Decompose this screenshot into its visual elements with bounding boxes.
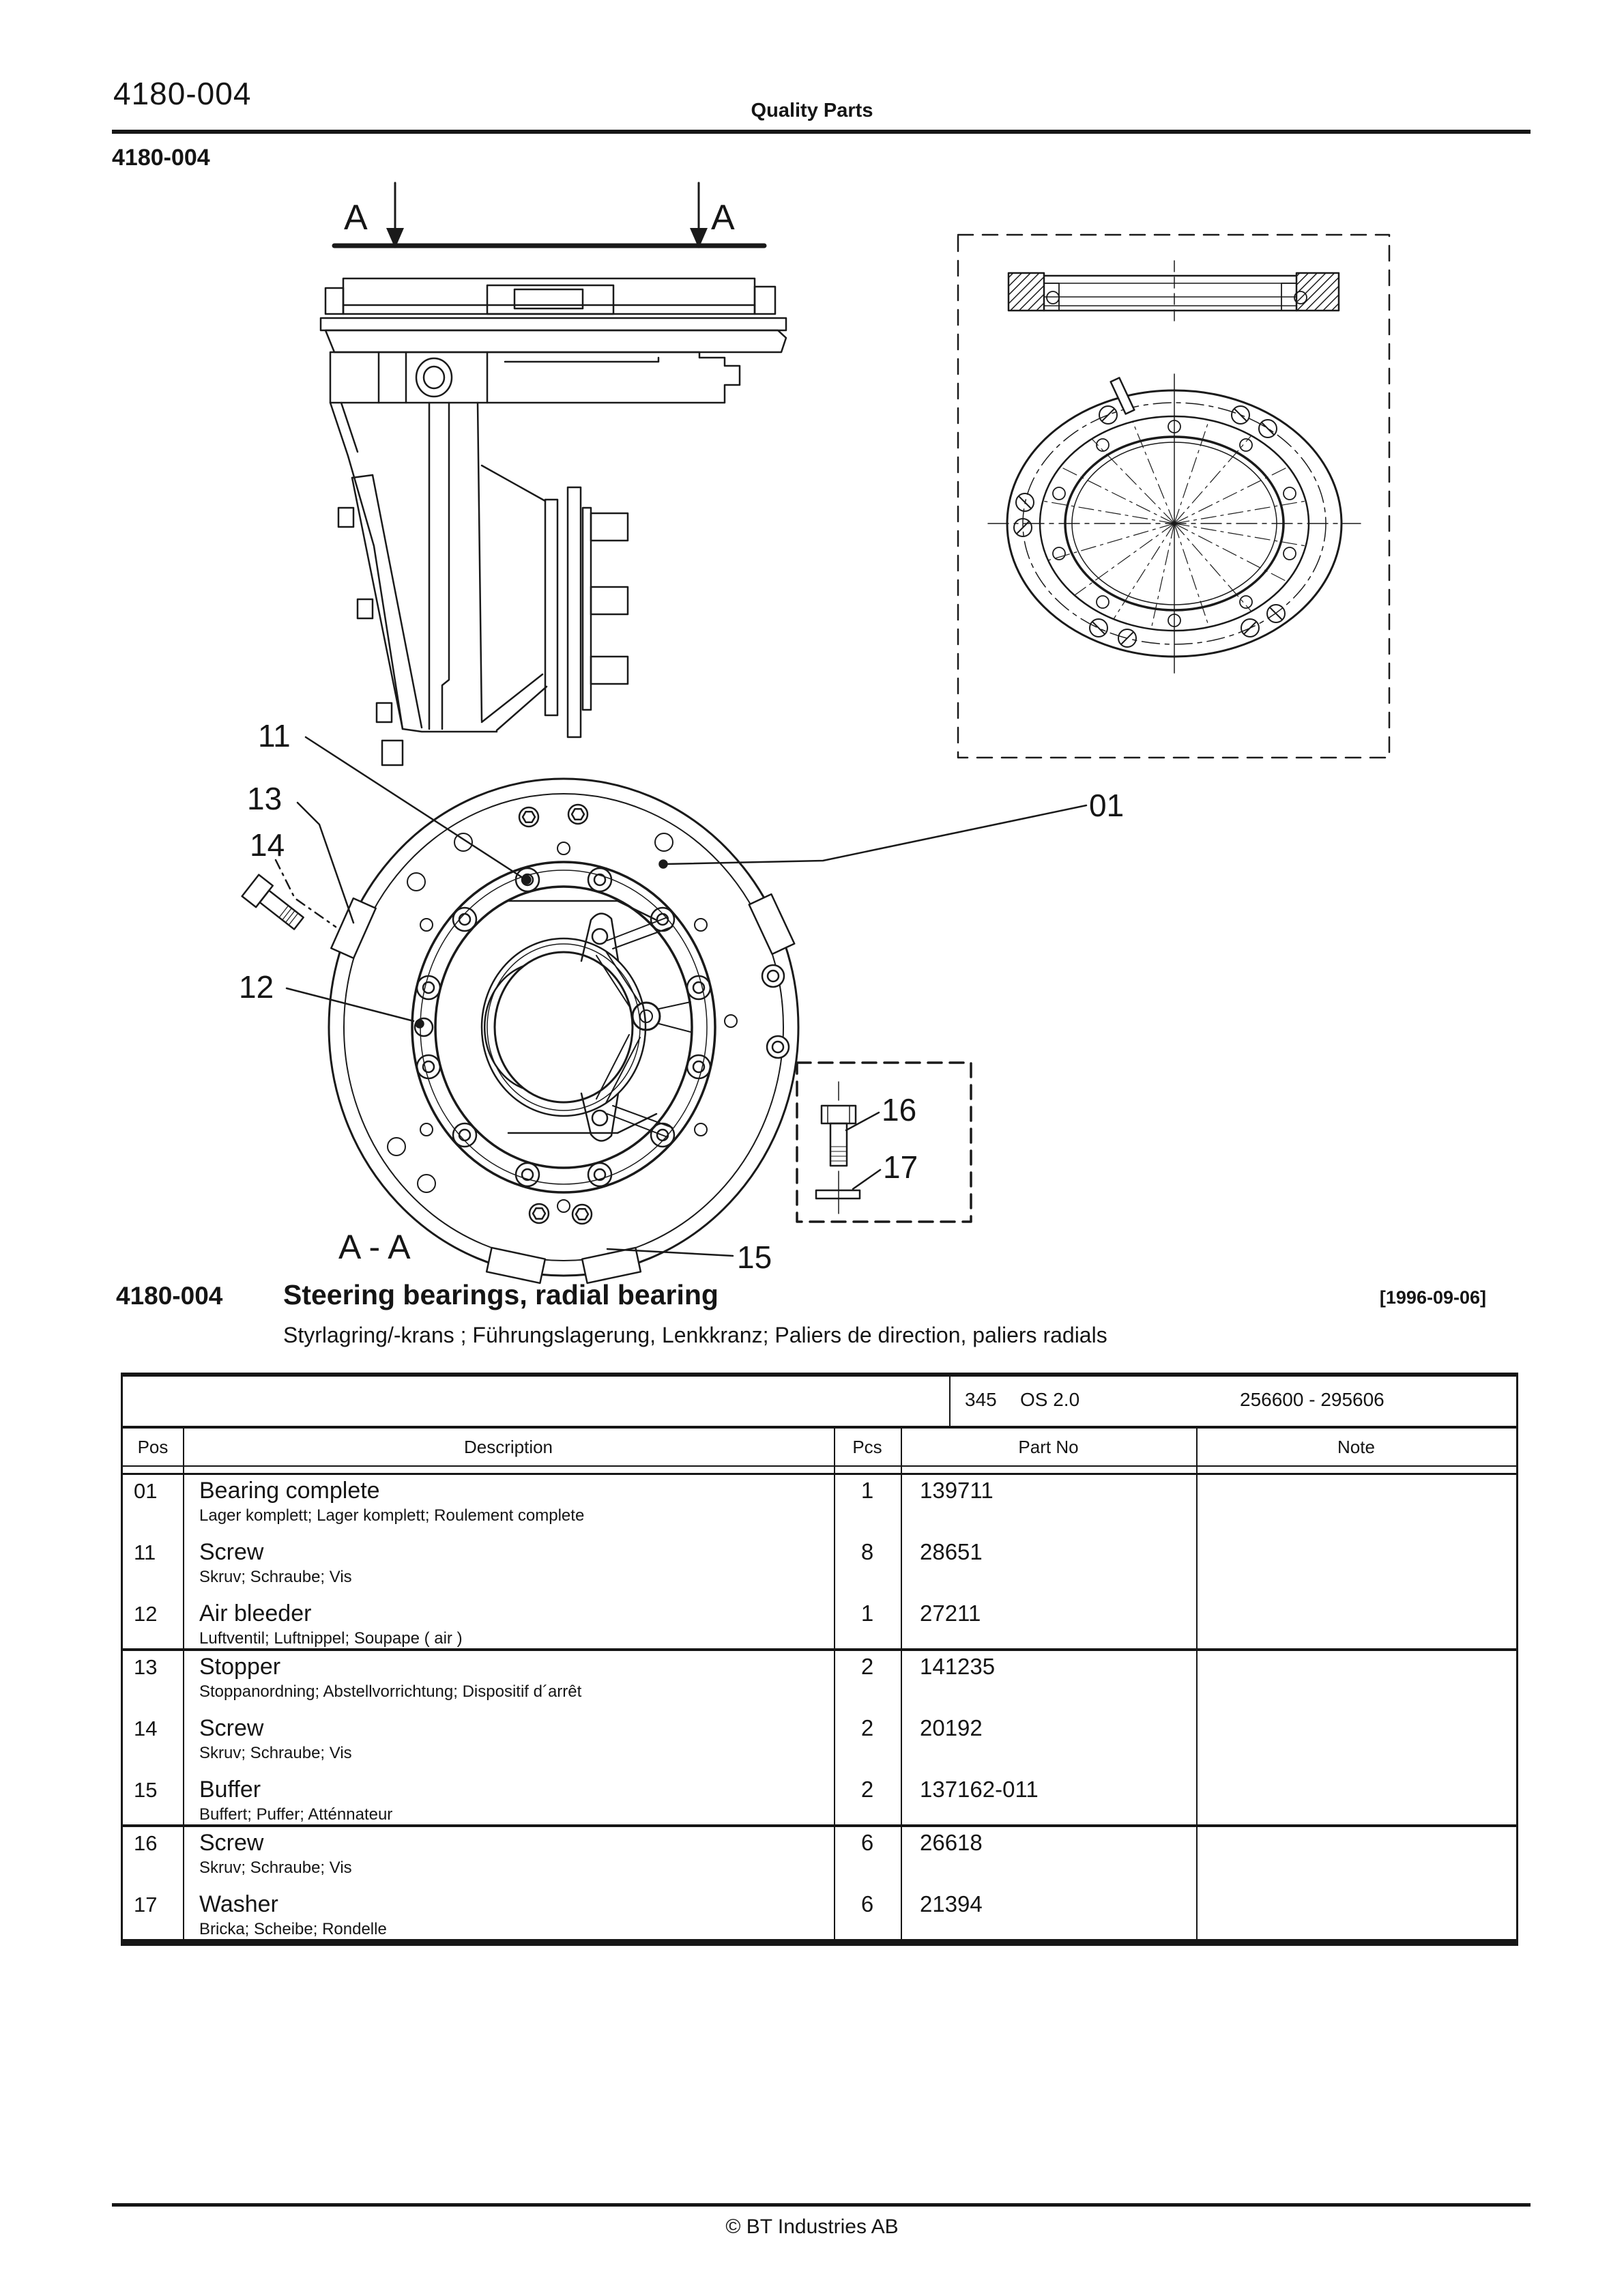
row-description-i18n: Skruv; Schraube; Vis <box>199 1744 352 1762</box>
row-pcs: 2 <box>860 1654 874 1679</box>
column-rule <box>834 1429 835 1942</box>
copyright: © BT Industries AB <box>725 2215 899 2238</box>
column-rule <box>901 1429 902 1942</box>
section-marker-left: A <box>344 198 368 238</box>
row-pos: 17 <box>134 1893 158 1917</box>
parts-diagram: A A <box>239 182 1391 1285</box>
serial-range: 256600 - 295606 <box>1240 1389 1384 1410</box>
col-header-pos: Pos <box>137 1437 169 1457</box>
row-pcs: 2 <box>860 1777 874 1802</box>
doc-number: 4180-004 <box>113 76 252 111</box>
parts-table: 345 OS 2.0 256600 - 295606 Pos Descripti… <box>121 1373 1518 1946</box>
section-date: [1996-09-06] <box>1379 1287 1486 1308</box>
row-pcs: 1 <box>860 1478 874 1503</box>
bearing-plan-view <box>987 373 1361 674</box>
row-part-no: 21394 <box>920 1891 983 1917</box>
model-spec: OS 2.0 <box>1020 1389 1080 1410</box>
footer-rule <box>112 2203 1531 2207</box>
row-pos: 12 <box>134 1602 158 1626</box>
screw-illustration <box>241 874 304 930</box>
row-pcs: 6 <box>860 1891 874 1917</box>
row-description-i18n: Skruv; Schraube; Vis <box>199 1859 352 1877</box>
row-description: Screw <box>199 1715 264 1741</box>
row-part-no: 139711 <box>920 1478 994 1503</box>
table-row: 16 Screw Skruv; Schraube; Vis 6 26618 <box>123 1827 1516 1889</box>
section-marker-right: A <box>711 198 735 238</box>
row-pos: 11 <box>134 1540 156 1564</box>
table-row: 12 Air bleeder Luftventil; Luftnippel; S… <box>123 1598 1516 1651</box>
side-view <box>319 277 787 766</box>
model-code: 345 <box>965 1389 997 1410</box>
row-pcs: 8 <box>860 1539 874 1564</box>
row-pcs: 6 <box>860 1830 874 1855</box>
screw-washer-detail-box <box>796 1061 972 1223</box>
header-rule <box>112 130 1531 134</box>
column-rule <box>183 1429 184 1942</box>
row-pos: 15 <box>134 1778 158 1802</box>
page-title: Quality Parts <box>751 100 873 121</box>
doc-number-bold: 4180-004 <box>112 145 210 171</box>
section-number: 4180-004 <box>116 1282 223 1310</box>
section-title: Steering bearings, radial bearing <box>283 1279 719 1310</box>
callout-14: 14 <box>250 827 285 863</box>
row-description: Bearing complete <box>199 1478 380 1504</box>
table-row: 15 Buffer Buffert; Puffer; Atténnateur 2… <box>123 1774 1516 1827</box>
row-part-no: 20192 <box>920 1715 983 1740</box>
row-part-no: 26618 <box>920 1830 983 1855</box>
row-pcs: 2 <box>860 1715 874 1740</box>
row-pos: 14 <box>134 1717 158 1740</box>
info-divider <box>949 1377 951 1426</box>
section-view-aa <box>328 777 800 1285</box>
table-header-row: Pos Description Pcs Part No Note <box>123 1429 1516 1467</box>
row-part-no: 28651 <box>920 1539 983 1564</box>
table-row: 11 Screw Skruv; Schraube; Vis 8 28651 <box>123 1536 1516 1598</box>
callout-15: 15 <box>737 1239 772 1275</box>
callout-01: 01 <box>1089 788 1124 823</box>
row-pos: 01 <box>134 1479 158 1503</box>
col-header-note: Note <box>1337 1437 1375 1457</box>
table-row: 01 Bearing complete Lager komplett; Lage… <box>123 1475 1516 1536</box>
row-description-i18n: Stoppanordning; Abstellvorrichtung; Disp… <box>199 1682 582 1701</box>
row-description-i18n: Luftventil; Luftnippel; Soupape ( air ) <box>199 1629 463 1648</box>
row-description-i18n: Skruv; Schraube; Vis <box>199 1568 352 1586</box>
row-pos: 16 <box>134 1831 158 1855</box>
row-description-i18n: Lager komplett; Lager komplett; Roulemen… <box>199 1506 585 1525</box>
row-description-i18n: Bricka; Scheibe; Rondelle <box>199 1920 387 1938</box>
section-subtitle: Styrlagring/-krans ; Führungslagerung, L… <box>283 1323 1107 1347</box>
row-description: Washer <box>199 1891 278 1917</box>
callout-11: 11 <box>258 718 291 754</box>
table-info-row: 345 OS 2.0 256600 - 295606 <box>123 1377 1516 1429</box>
section-view-label: A - A <box>338 1228 411 1266</box>
row-part-no: 137162-011 <box>920 1777 1039 1802</box>
table-row: 13 Stopper Stoppanordning; Abstellvorric… <box>123 1651 1516 1712</box>
row-pos: 13 <box>134 1655 158 1679</box>
col-header-description: Description <box>463 1437 553 1457</box>
section-arrows <box>332 182 767 248</box>
row-part-no: 141235 <box>920 1654 996 1679</box>
row-description: Stopper <box>199 1654 281 1680</box>
row-description: Screw <box>199 1539 264 1565</box>
col-header-pcs: Pcs <box>852 1437 882 1457</box>
callout-12: 12 <box>239 969 274 1005</box>
row-description-i18n: Buffert; Puffer; Atténnateur <box>199 1805 393 1824</box>
column-rule <box>1196 1429 1198 1942</box>
bearing-cross-section <box>1007 260 1340 323</box>
table-row: 17 Washer Bricka; Scheibe; Rondelle 6 21… <box>123 1889 1516 1942</box>
row-description: Buffer <box>199 1777 261 1803</box>
row-description: Air bleeder <box>199 1601 312 1626</box>
bearing-detail-box <box>957 233 1391 759</box>
row-part-no: 27211 <box>920 1601 981 1626</box>
header-double-rule <box>123 1467 1516 1475</box>
table-row: 14 Screw Skruv; Schraube; Vis 2 20192 <box>123 1712 1516 1774</box>
row-pcs: 1 <box>860 1601 874 1626</box>
callout-13: 13 <box>247 781 282 816</box>
col-header-part-no: Part No <box>1018 1437 1079 1457</box>
callout-17: 17 <box>883 1149 918 1185</box>
row-description: Screw <box>199 1830 264 1856</box>
callout-leaders <box>274 736 1088 1257</box>
callout-16: 16 <box>882 1092 916 1128</box>
